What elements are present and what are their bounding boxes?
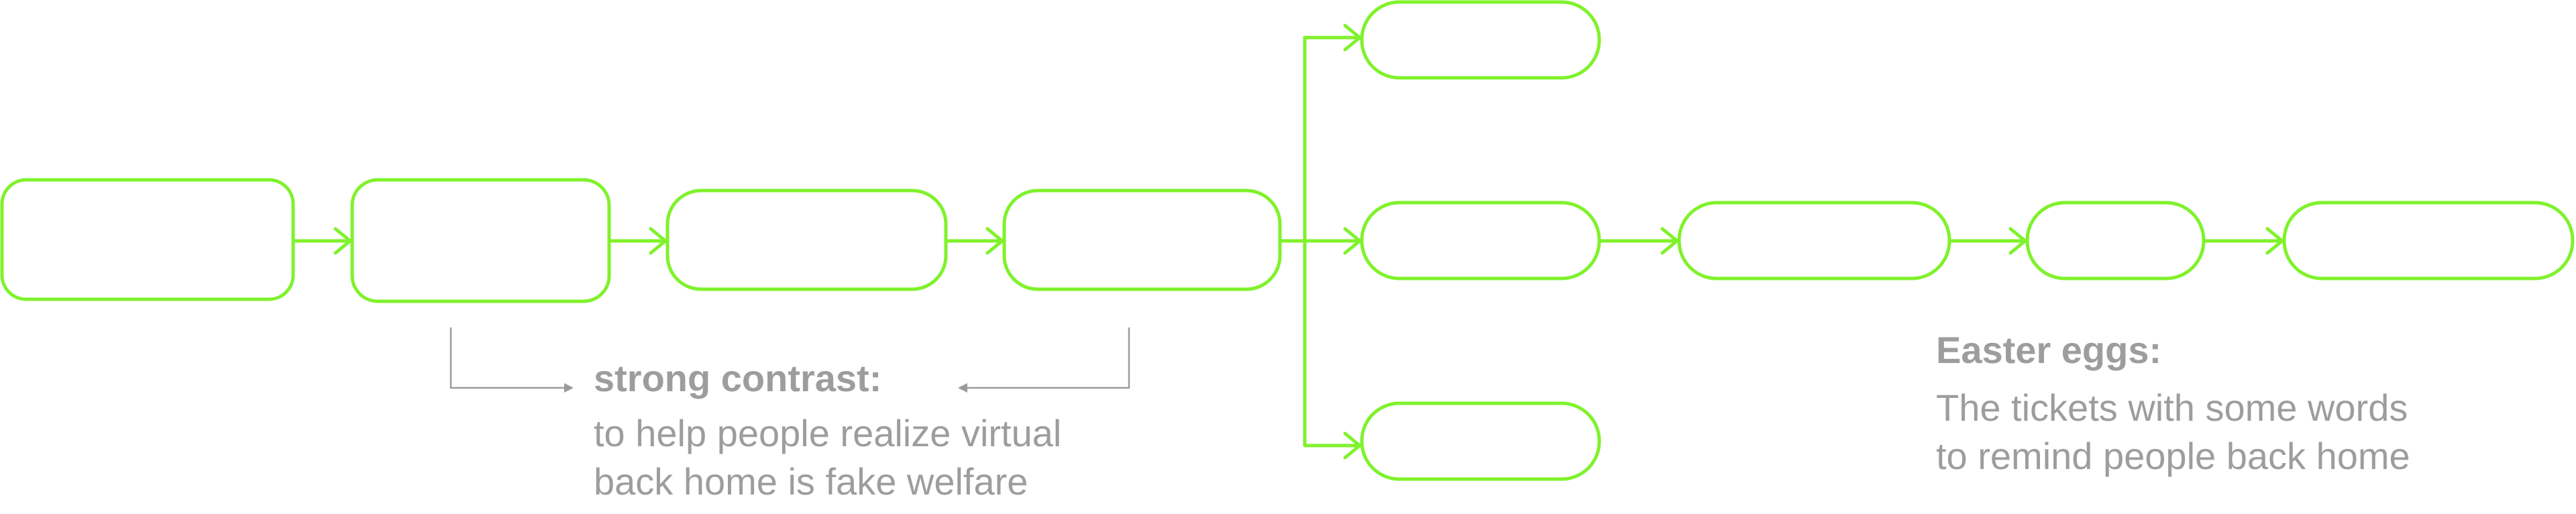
annotation-body: The tickets with some words to remind pe… — [1936, 384, 2410, 480]
arrow-branch-node5 — [1597, 227, 1679, 255]
branch-node-top — [1360, 0, 1601, 80]
annotation-line: back home is fake welfare — [594, 460, 1028, 503]
annotation-line: The tickets with some words — [1936, 387, 2408, 429]
annotation-line: to help people realize virtual — [594, 412, 1062, 454]
flow-node-1 — [0, 178, 295, 301]
branch-node-bottom — [1360, 401, 1601, 481]
annotation-title: Easter eggs: — [1936, 329, 2162, 371]
annotation-arrow-right — [958, 327, 1130, 393]
branch-node-middle — [1360, 201, 1601, 280]
branch-connector — [1278, 23, 1362, 460]
annotation-arrow-left — [449, 327, 574, 393]
annotation-body: to help people realize virtual back home… — [594, 409, 1061, 506]
flow-node-4 — [1002, 189, 1282, 291]
annotation-easter-eggs: Easter eggs: The tickets with some words… — [1936, 329, 2410, 480]
arrow-node2-node3 — [607, 227, 667, 255]
annotation-title: strong contrast: — [594, 357, 882, 399]
flow-node-5 — [1677, 201, 1951, 280]
arrow-node1-node2 — [291, 227, 352, 255]
arrow-node6-node7 — [2202, 227, 2284, 255]
arrow-node3-node4 — [944, 227, 1004, 255]
annotation-line: to remind people back home — [1936, 435, 2410, 477]
annotation-strong-contrast: strong contrast: to help people realize … — [594, 357, 1061, 506]
arrow-node5-node6 — [1947, 227, 2027, 255]
flow-node-6 — [2025, 201, 2206, 280]
flow-node-3 — [665, 189, 948, 291]
flow-node-7 — [2282, 201, 2575, 280]
flow-node-2 — [350, 178, 611, 303]
